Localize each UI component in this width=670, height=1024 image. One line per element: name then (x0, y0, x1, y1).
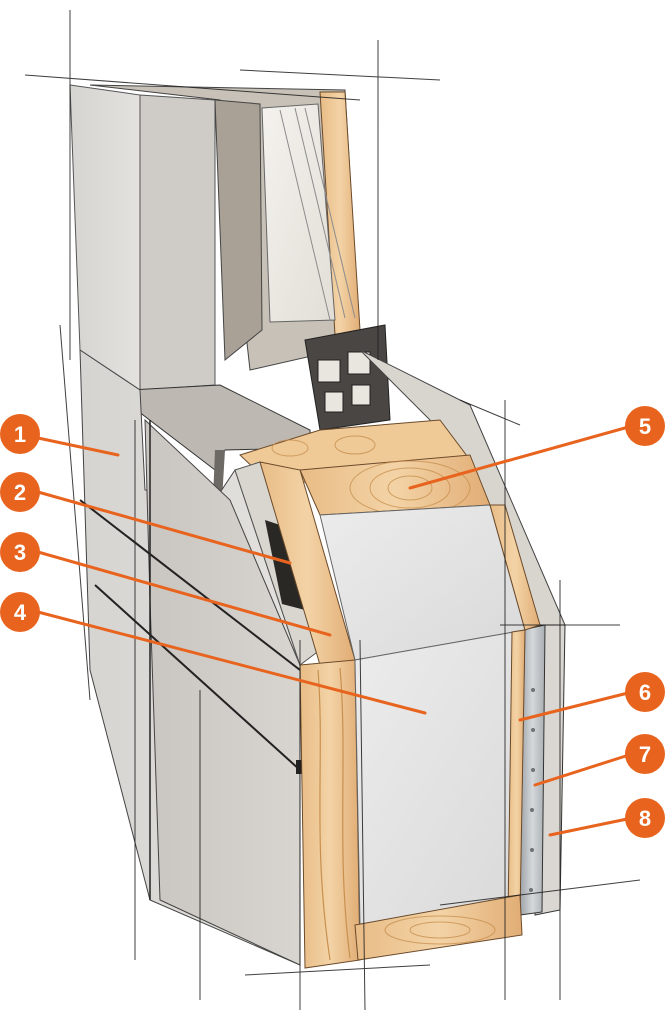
svg-text:8: 8 (639, 806, 651, 831)
marker-7: 7 (625, 734, 665, 774)
marker-2: 2 (0, 472, 40, 512)
svg-text:5: 5 (639, 414, 651, 439)
svg-text:7: 7 (639, 742, 651, 767)
bottom-plate (354, 894, 523, 961)
svg-text:1: 1 (14, 422, 26, 447)
upper-facade-panel (69, 84, 141, 391)
leader-lines (36, 424, 634, 837)
leader-2 (36, 490, 292, 565)
marker-5: 5 (625, 406, 665, 446)
marker-6: 6 (625, 672, 665, 712)
leader-4 (36, 610, 427, 715)
marker-1: 1 (0, 414, 40, 454)
marker-4: 4 (0, 592, 40, 632)
marker-3: 3 (0, 532, 40, 572)
svg-text:4: 4 (14, 600, 27, 625)
leader-7 (533, 752, 634, 787)
leader-1 (36, 436, 120, 457)
window-assembly (69, 84, 391, 500)
leader-6 (518, 690, 634, 722)
marker-8: 8 (625, 798, 665, 838)
window-reveal (214, 99, 263, 362)
svg-text:2: 2 (14, 480, 26, 505)
sketch-lines (24, 10, 641, 1011)
leader-8 (548, 816, 634, 837)
upper-facade-panel-side (139, 94, 216, 391)
svg-text:6: 6 (639, 680, 651, 705)
leader-5 (408, 424, 634, 490)
markers: 1 2 3 4 5 6 7 8 (0, 406, 665, 838)
leader-3 (36, 550, 332, 637)
svg-text:3: 3 (14, 540, 26, 565)
insulation (354, 629, 526, 926)
wood-stud-front (299, 659, 361, 969)
